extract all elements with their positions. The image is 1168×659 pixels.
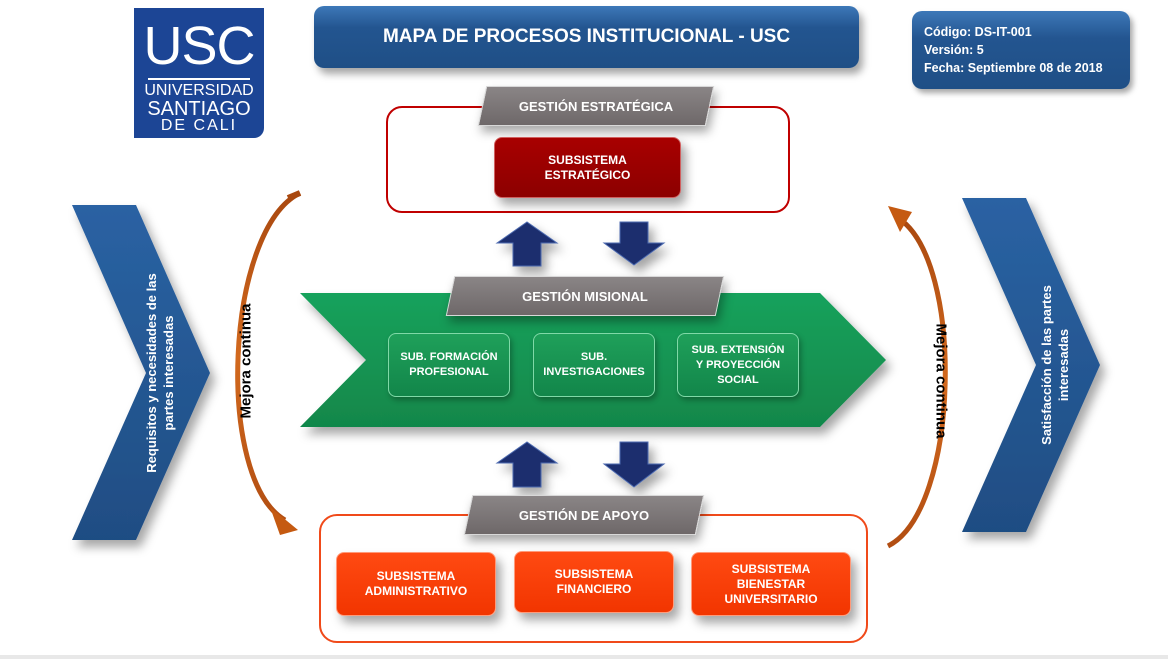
logo-line-1: UNIVERSIDAD bbox=[144, 82, 254, 99]
arrow-up-icon bbox=[495, 441, 559, 488]
subsystem-strategic[interactable]: SUBSISTEMA ESTRATÉGICO bbox=[494, 137, 681, 198]
document-info: Código: DS-IT-001 Versión: 5 Fecha: Sept… bbox=[912, 11, 1130, 89]
output-satisfaction-text: Satisfacción de las partes interesadas bbox=[1038, 285, 1072, 445]
subsystem-label: SUB. EXTENSIÓN bbox=[691, 343, 785, 356]
missional-label-text: GESTIÓN MISIONAL bbox=[522, 288, 648, 304]
arrow-down-icon bbox=[602, 221, 666, 266]
subsystem-label: BIENESTAR bbox=[736, 576, 806, 591]
subsystem-label: PROFESIONAL bbox=[409, 366, 489, 378]
subsystem-label: SUB. bbox=[580, 351, 608, 363]
logo-line-2: SANTIAGO bbox=[147, 98, 251, 120]
subsystem-financial[interactable]: SUBSISTEMA FINANCIERO bbox=[514, 551, 674, 613]
logo-acronym: USC bbox=[143, 16, 255, 76]
usc-logo: USC UNIVERSIDAD SANTIAGO DE CALI bbox=[134, 8, 264, 138]
document-code: Código: DS-IT-001 bbox=[924, 25, 1032, 39]
strategic-label: GESTIÓN ESTRATÉGICA bbox=[477, 86, 715, 126]
output-text-line: Satisfacción de las partes bbox=[1039, 285, 1054, 445]
subsystem-administrative[interactable]: SUBSISTEMA ADMINISTRATIVO bbox=[336, 552, 496, 616]
subsystem-label: ESTRATÉGICO bbox=[544, 167, 631, 182]
input-requirements-text: Requisitos y necesidades de las partes i… bbox=[143, 273, 177, 472]
subsystem-label: FINANCIERO bbox=[556, 582, 632, 596]
input-text-line: partes interesadas bbox=[161, 315, 176, 431]
output-chevron bbox=[962, 198, 1100, 532]
output-text-line: interesadas bbox=[1056, 328, 1071, 402]
subsystem-label: UNIVERSITARIO bbox=[724, 591, 818, 606]
support-label-text: GESTIÓN DE APOYO bbox=[518, 507, 650, 523]
arrow-up-icon bbox=[495, 221, 559, 267]
subsystem-professional-training[interactable]: SUB. FORMACIÓN PROFESIONAL bbox=[388, 333, 510, 397]
input-chevron bbox=[72, 205, 210, 540]
logo-line-3: DE CALI bbox=[160, 117, 238, 134]
subsystem-research[interactable]: SUB. INVESTIGACIONES bbox=[533, 333, 655, 397]
bottom-border bbox=[0, 655, 1168, 659]
arrow-down-icon bbox=[602, 441, 666, 488]
improvement-label-right: Mejora continua bbox=[932, 323, 950, 439]
logo-divider bbox=[148, 78, 250, 80]
subsystem-label: SUBSISTEMA bbox=[376, 569, 456, 583]
subsystem-label: INVESTIGACIONES bbox=[543, 366, 645, 378]
document-version: Versión: 5 bbox=[924, 43, 984, 57]
arc-arrowhead-left-icon bbox=[270, 507, 298, 535]
subsystem-label: SUB. FORMACIÓN bbox=[400, 351, 498, 363]
subsystem-extension-social[interactable]: SUB. EXTENSIÓN Y PROYECCIÓN SOCIAL bbox=[677, 333, 799, 397]
support-label: GESTIÓN DE APOYO bbox=[463, 495, 705, 535]
subsystem-label: SUBSISTEMA bbox=[731, 561, 811, 576]
strategic-label-text: GESTIÓN ESTRATÉGICA bbox=[518, 98, 674, 114]
arc-arrowhead-right-icon bbox=[888, 206, 912, 232]
page-title-text: MAPA DE PROCESOS INSTITUCIONAL - USC bbox=[382, 26, 791, 47]
improvement-arc-right bbox=[886, 215, 948, 549]
subsystem-label: SOCIAL bbox=[717, 373, 759, 386]
subsystem-student-welfare[interactable]: SUBSISTEMA BIENESTAR UNIVERSITARIO bbox=[691, 552, 851, 616]
subsystem-label: SUBSISTEMA bbox=[554, 567, 634, 581]
improvement-label-left: Mejora continua bbox=[237, 303, 255, 419]
page-title: MAPA DE PROCESOS INSTITUCIONAL - USC bbox=[314, 6, 859, 68]
improvement-arc-left bbox=[235, 190, 302, 523]
subsystem-label: SUBSISTEMA bbox=[548, 152, 627, 167]
document-date: Fecha: Septiembre 08 de 2018 bbox=[924, 61, 1103, 75]
input-text-line: Requisitos y necesidades de las bbox=[144, 273, 159, 473]
subsystem-label: ADMINISTRATIVO bbox=[364, 584, 468, 598]
subsystem-label: Y PROYECCIÓN bbox=[695, 358, 781, 371]
missional-label: GESTIÓN MISIONAL bbox=[445, 276, 725, 316]
